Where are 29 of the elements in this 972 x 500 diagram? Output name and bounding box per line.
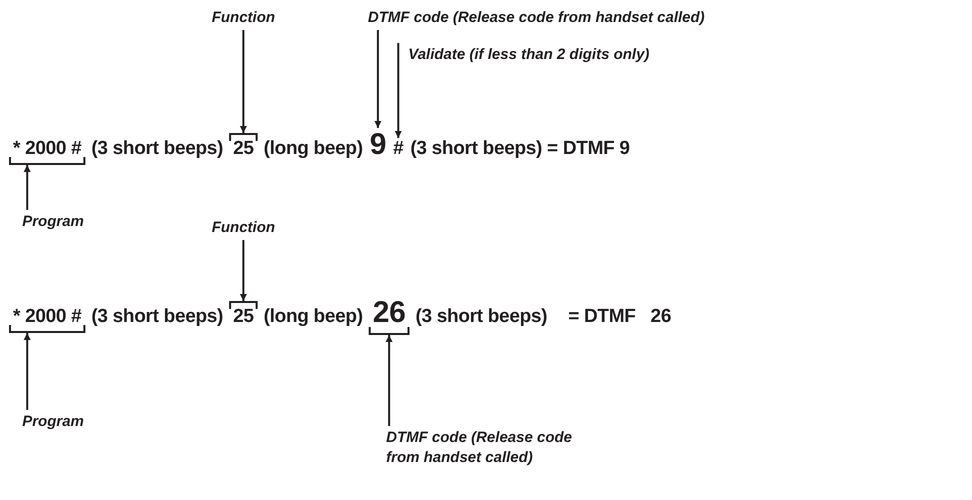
leader-arrow — [374, 30, 382, 128]
leader-arrow — [240, 30, 247, 133]
callout-text: DTMF code (Release code from handset called) — [368, 8, 705, 28]
callout-text: Function — [212, 8, 276, 28]
sequence-text: * 2000 # — [10, 138, 84, 165]
sequence-text: 26 — [370, 296, 408, 335]
leader-arrow — [240, 240, 247, 301]
line-text: (3 short beeps) — [91, 306, 224, 328]
sequence-text: 25 — [230, 133, 257, 160]
line-text: = DTMF — [568, 306, 636, 328]
leader-arrow — [386, 335, 393, 426]
line-text: (long beep) — [264, 306, 363, 328]
leader-arrow — [24, 165, 31, 210]
callout-text: Function — [212, 218, 276, 238]
sequence-text: # — [393, 138, 404, 160]
line-text: (3 short beeps) — [91, 138, 224, 160]
line-text: (3 short beeps) — [416, 306, 548, 328]
callout-text: Validate (if less than 2 digits only) — [398, 45, 650, 65]
callout-text: Program — [22, 212, 84, 232]
line-text: (long beep) — [264, 138, 363, 160]
leader-arrow — [24, 333, 31, 410]
callout-text: Program — [22, 412, 84, 432]
line-text: 26 — [650, 306, 672, 328]
sequence-text: * 2000 # — [10, 306, 84, 333]
line-text: (3 short beeps) = DTMF 9 — [410, 138, 630, 160]
sequence-text: 9 — [370, 128, 386, 162]
leader-arrow — [394, 43, 402, 138]
sequence-text: 25 — [230, 301, 257, 328]
callout-text: DTMF code (Release code from handset called) — [386, 428, 602, 468]
